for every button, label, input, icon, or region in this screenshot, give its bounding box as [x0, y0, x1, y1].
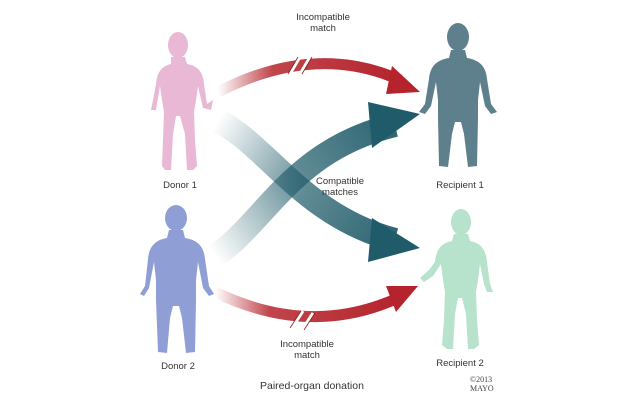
copyright-year: ©2013	[470, 375, 493, 384]
copyright-owner: MAYO	[470, 384, 494, 393]
donor1-figure	[151, 32, 213, 170]
compatible-arrow-donor2-to-recipient1	[205, 102, 420, 269]
incompatible-arrow-bottom	[212, 286, 418, 331]
incompatible-label-bottom: Incompatible match	[280, 339, 334, 361]
recipient2-label: Recipient 2	[436, 358, 484, 369]
donor1-label: Donor 1	[163, 180, 197, 191]
recipient2-figure	[420, 209, 493, 349]
diagram-caption: Paired-organ donation	[260, 380, 364, 392]
incompatible-arrow-top	[215, 56, 420, 97]
copyright-notice: ©2013 MAYO	[470, 375, 494, 393]
compatible-label: Compatible matches	[315, 176, 365, 198]
break-mark-bottom	[290, 310, 315, 331]
incompatible-label-top: Incompatible match	[296, 12, 350, 34]
break-mark-top	[288, 56, 312, 75]
donor2-label: Donor 2	[161, 361, 195, 372]
recipient1-figure	[419, 23, 497, 167]
recipient1-label: Recipient 1	[436, 180, 484, 191]
donor2-figure	[140, 205, 214, 353]
